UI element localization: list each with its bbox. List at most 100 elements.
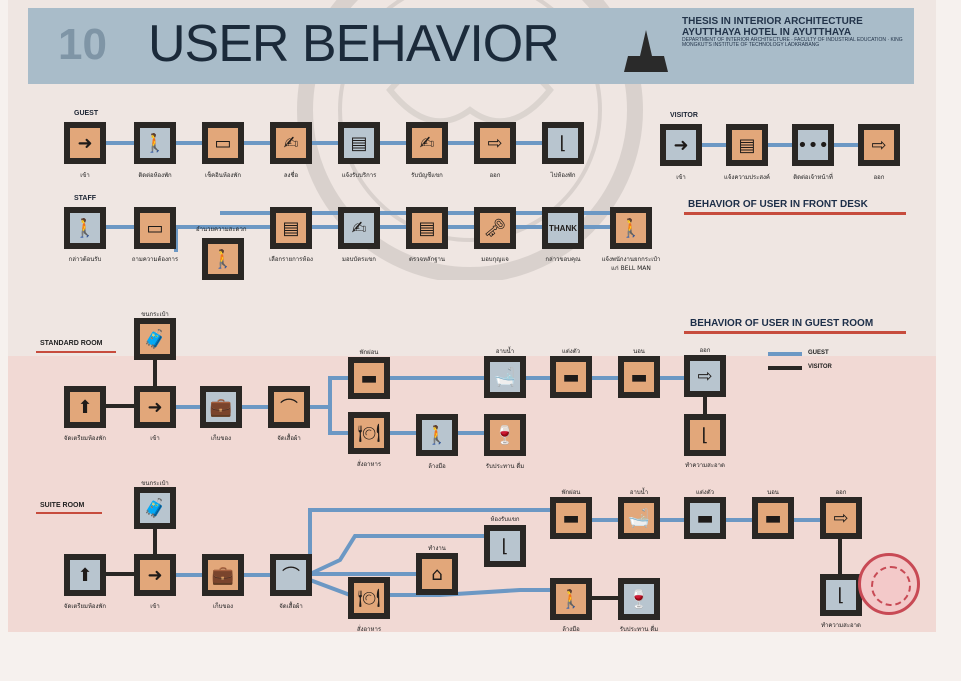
caption-room-bath: อาบน้ำ [471,346,539,356]
caption-suite-store: เก็บของ [189,601,257,611]
caption-room-dress: จัดเสื้อผ้า [255,433,323,443]
caption-staff-assist: อำนวยความสะดวก [196,224,246,234]
tile-room-rest: ▬ [348,357,390,399]
caption-suite-dressup: แต่งตัว [671,487,739,497]
arrow-outline-icon: ⇨ [864,130,894,160]
tile-room-bell: 🧳 [134,318,176,360]
tile-room-dine: 🍷 [484,414,526,456]
tile-suite-enter: ➜ [134,554,176,596]
caption-guest-enter: เข้า [51,170,119,180]
tile-suite-store: 💼 [202,554,244,596]
tile-suite-sleep: ▬ [752,497,794,539]
label-visitor: VISITOR [670,112,698,119]
tile-staff-bellman: 🚶 [610,207,652,249]
tile-room-dress: ⌒ [268,386,310,428]
tile-suite-meet: ⌊ [484,525,526,567]
tile-suite-dress: ⌒ [270,554,312,596]
tile-room-prepare: ⬆ [64,386,106,428]
desk-icon: ▭ [208,128,238,158]
tile-guest-to-room: ⌊ [542,122,584,164]
tile-suite-bath: 🛁 [618,497,660,539]
caption-suite-meet: ห้องรับแขก [471,514,539,524]
tile-guest-bill: ✍ [406,122,448,164]
standard-room-underline [36,351,116,353]
luggage-icon: 🧳 [140,324,170,354]
bed-icon: ▬ [690,503,720,533]
tile-staff-check: ▤ [406,207,448,249]
tile-room-store: 💼 [200,386,242,428]
caption-staff-key: มอบกุญแจ [461,254,529,264]
tile-guest-sign: ✍ [270,122,312,164]
glass-icon: 🍷 [490,420,520,450]
pen-icon: ✍ [344,213,374,243]
tile-guest-enter: ➜ [64,122,106,164]
bed-icon: ▬ [556,503,586,533]
caption-guest-contact: ติดต่อห้องพัก [121,170,189,180]
desk-icon: ▭ [140,213,170,243]
tile-room-eat: 🍽 [348,412,390,454]
tile-staff-thank: THANK [542,207,584,249]
heading-guest-room: BEHAVIOR OF USER IN GUEST ROOM [690,318,873,329]
food-icon: 🍽 [354,583,384,613]
bed-icon: ▬ [354,363,384,393]
tile-room-wash: 🚶 [416,414,458,456]
caption-guest-exit: ออก [461,170,529,180]
tile-suite-out: ⇨ [820,497,862,539]
guest-room-underline [684,331,906,334]
tile-room-clean: ⌊ [684,414,726,456]
key-icon: 🗝 [480,213,510,243]
bath-icon: 🛁 [490,362,520,392]
tile-guest-checkin: ▭ [202,122,244,164]
caption-staff-check: ตรวจหลักฐาน [393,254,461,264]
tile-staff-ask: ▭ [134,207,176,249]
arrow-up-icon: ⬆ [70,560,100,590]
caption-visitor-contact: ติดต่อเจ้าหน้าที่ [779,172,847,182]
front-desk-underline [684,212,906,215]
caption-staff-thank: กล่าวขอบคุณ [529,254,597,264]
caption-staff-choose-room: เลือกรายการห้อง [257,254,325,264]
tile-suite-prepare: ⬆ [64,554,106,596]
tile-suite-work: ⌂ [416,553,458,595]
legend-guest-swatch [768,352,802,356]
caption-suite-wash: ล้างมือ [537,624,605,634]
briefcase-icon: 💼 [208,560,238,590]
suite-room-underline [36,512,102,514]
caption-room-prepare: จัดเตรียมห้องพัก [51,433,119,443]
heading-front-desk: BEHAVIOR OF USER IN FRONT DESK [688,199,868,210]
lamp-icon: ⌊ [826,580,856,610]
tile-guest-contact: 🚶 [134,122,176,164]
house-icon: ⌂ [422,559,452,589]
label-standard-room: STANDARD ROOM [40,340,102,347]
arrow-right-icon: ➜ [140,392,170,422]
caption-staff-ask: ถามความต้องการ [121,254,189,264]
caption-staff-bellman-2: แก่ BELL MAN [597,263,665,273]
caption-guest-to-room: ไปห้องพัก [529,170,597,180]
legend-visitor-label: VISITOR [808,364,832,370]
hanger-icon: ⌒ [276,560,306,590]
arrow-right-icon: ➜ [666,130,696,160]
tile-visitor-exit: ⇨ [858,124,900,166]
card-icon: ▤ [344,128,374,158]
tile-visitor-enter: ➜ [660,124,702,166]
tile-guest-exit: ⇨ [474,122,516,164]
tile-suite-eat: 🍽 [348,577,390,619]
person-icon: 🚶 [140,128,170,158]
tile-visitor-request: ▤ [726,124,768,166]
bath-icon: 🛁 [624,503,654,533]
tile-suite-clean: ⌊ [820,574,862,616]
lamp-icon: ⌊ [490,531,520,561]
person-icon: 🚶 [616,213,646,243]
caption-staff-card: มอบบัตรแขก [325,254,393,264]
luggage-icon: 🧳 [140,493,170,523]
tile-staff-choose-room: ▤ [270,207,312,249]
caption-visitor-request: แจ้งความประสงค์ [713,172,781,182]
caption-room-rest: พักผ่อน [335,347,403,357]
food-icon: 🍽 [354,418,384,448]
arrow-outline-icon: ⇨ [690,361,720,391]
caption-suite-rest: พักผ่อน [537,487,605,497]
arrow-outline-icon: ⇨ [826,503,856,533]
tile-suite-dressup: ▬ [684,497,726,539]
tile-room-dressup: ▬ [550,356,592,398]
caption-suite-out: ออก [807,487,875,497]
caption-room-dressup: แต่งตัว [537,346,605,356]
